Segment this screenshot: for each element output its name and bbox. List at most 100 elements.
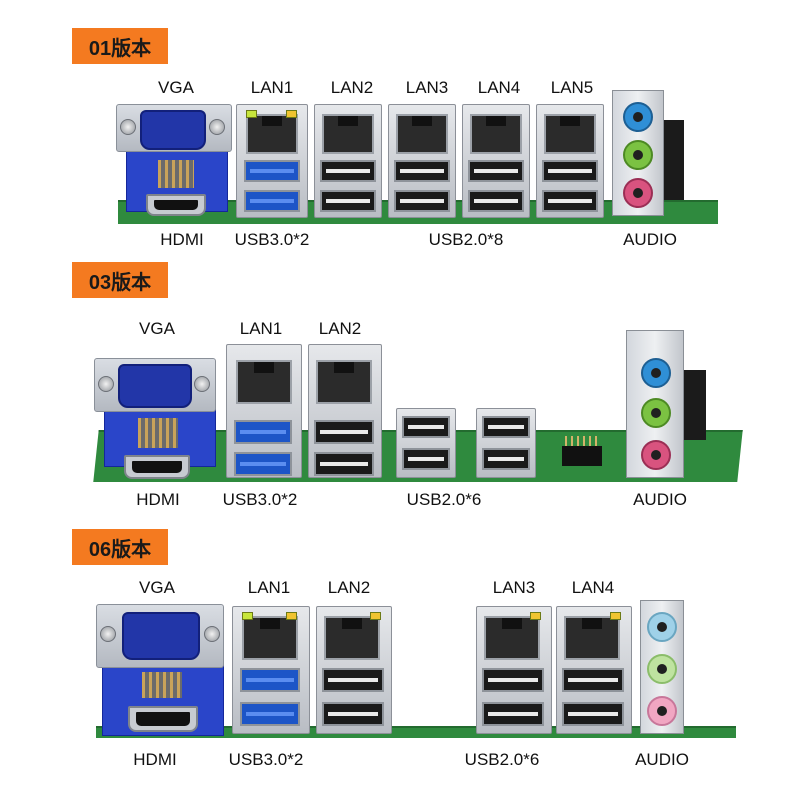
vga-port [140, 110, 206, 150]
usb3-port [240, 668, 300, 692]
led [610, 612, 621, 620]
usb2-port [402, 416, 450, 438]
audio-line-out-jack [623, 140, 653, 170]
led [246, 110, 257, 118]
label-usb2: USB2.0*6 [406, 490, 482, 509]
lan3-port [396, 114, 448, 154]
usb2-port [322, 668, 384, 692]
pins [158, 160, 194, 188]
hdmi-port [124, 455, 190, 479]
label-vga: VGA [158, 78, 194, 97]
screw-icon [209, 119, 225, 135]
usb3-port [244, 160, 300, 182]
audio-mic-jack [641, 440, 671, 470]
label-audio: AUDIO [635, 750, 689, 769]
screw-icon [204, 626, 220, 642]
screw-icon [100, 626, 116, 642]
label-lan5: LAN5 [550, 78, 594, 97]
audio-line-out-jack [647, 654, 677, 684]
label-vga: VGA [139, 578, 175, 597]
lan3-port [484, 616, 540, 660]
usb2-port [468, 190, 524, 212]
usb2-port [482, 668, 544, 692]
usb2-port [562, 702, 624, 726]
label-lan4: LAN4 [571, 578, 615, 597]
label-lan2: LAN2 [327, 578, 371, 597]
label-lan1: LAN1 [247, 578, 291, 597]
led [286, 110, 297, 118]
audio-line-in-jack [623, 102, 653, 132]
label-usb3: USB3.0*2 [222, 490, 298, 509]
usb3-port [240, 702, 300, 726]
audio-line-in-jack [641, 358, 671, 388]
label-hdmi: HDMI [160, 230, 204, 249]
version-badge-06: 06版本 [72, 529, 168, 565]
usb2-port [314, 452, 374, 476]
screw-icon [98, 376, 114, 392]
lan4-port [564, 616, 620, 660]
usb2-port [322, 702, 384, 726]
audio-mic-jack [623, 178, 653, 208]
led [370, 612, 381, 620]
label-usb2: USB2.0*8 [428, 230, 504, 249]
usb2-port [394, 160, 450, 182]
version-badge-01: 01版本 [72, 28, 168, 64]
screw-icon [120, 119, 136, 135]
usb2-port [482, 448, 530, 470]
label-lan2: LAN2 [318, 319, 362, 338]
usb2-port [542, 160, 598, 182]
label-usb3: USB3.0*2 [228, 750, 304, 769]
usb2-port [542, 190, 598, 212]
usb2-port [402, 448, 450, 470]
usb2-port [482, 416, 530, 438]
lan2-port [316, 360, 372, 404]
lan1-port [236, 360, 292, 404]
lan5-port [544, 114, 596, 154]
version-badge-03: 03版本 [72, 262, 168, 298]
pin-header [562, 436, 602, 466]
label-usb3: USB3.0*2 [234, 230, 310, 249]
label-hdmi: HDMI [136, 490, 180, 509]
usb2-port [314, 420, 374, 444]
vga-port [118, 364, 192, 408]
usb2-port [468, 160, 524, 182]
label-vga: VGA [139, 319, 175, 338]
label-lan1: LAN1 [239, 319, 283, 338]
audio-line-in-jack [647, 612, 677, 642]
usb2-port [320, 160, 376, 182]
usb2-port [482, 702, 544, 726]
label-hdmi: HDMI [133, 750, 177, 769]
pins [142, 672, 182, 698]
vga-port [122, 612, 200, 660]
label-lan2: LAN2 [330, 78, 374, 97]
led [286, 612, 297, 620]
label-audio: AUDIO [633, 490, 687, 509]
hdmi-port [128, 706, 198, 732]
label-lan4: LAN4 [477, 78, 521, 97]
bracket [680, 370, 706, 440]
hdmi-port [146, 194, 206, 216]
usb2-port [394, 190, 450, 212]
bracket [662, 120, 684, 200]
lan2-port [324, 616, 380, 660]
usb3-port [234, 452, 292, 476]
lan4-port [470, 114, 522, 154]
label-lan3: LAN3 [492, 578, 536, 597]
pins [138, 418, 178, 448]
label-usb2: USB2.0*6 [464, 750, 540, 769]
label-lan3: LAN3 [405, 78, 449, 97]
screw-icon [194, 376, 210, 392]
lan2-port [322, 114, 374, 154]
lan1-port [246, 114, 298, 154]
audio-line-out-jack [641, 398, 671, 428]
led [242, 612, 253, 620]
audio-mic-jack [647, 696, 677, 726]
label-audio: AUDIO [623, 230, 677, 249]
label-lan1: LAN1 [250, 78, 294, 97]
usb2-port [562, 668, 624, 692]
usb3-port [234, 420, 292, 444]
usb3-port [244, 190, 300, 212]
usb2-port [320, 190, 376, 212]
led [530, 612, 541, 620]
lan1-port [242, 616, 298, 660]
